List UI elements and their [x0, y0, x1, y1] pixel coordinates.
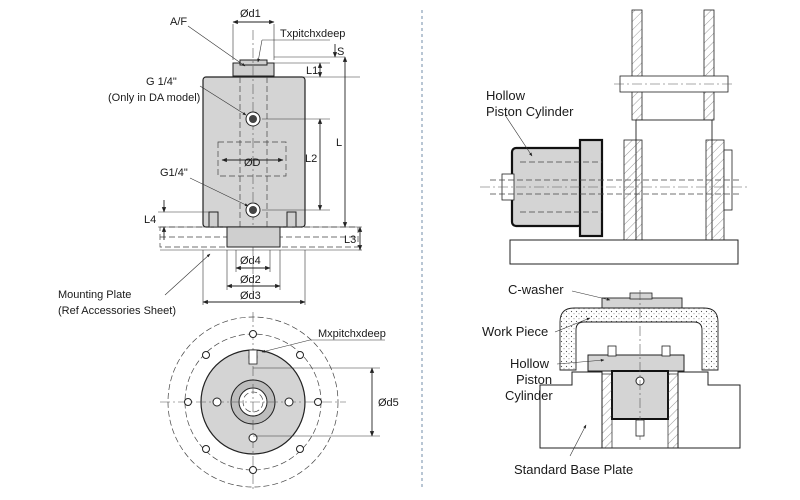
label-hollow-bottom-3: Cylinder	[505, 388, 553, 403]
label-hollow-bottom-1: Hollow	[510, 356, 550, 371]
label-l3: L3	[344, 234, 356, 246]
top-assembly-view	[480, 9, 750, 265]
work-piece-shape	[559, 307, 719, 371]
cylinder-plan-view	[160, 312, 385, 492]
label-port: G1/4"	[160, 167, 188, 179]
label-d2: Ød2	[240, 274, 261, 286]
label-port-da-note: (Only in DA model)	[108, 92, 200, 104]
c-washer-shape	[601, 297, 683, 309]
label-d4: Ød4	[240, 255, 261, 267]
piston-nut	[239, 59, 268, 66]
label-d5: Ød5	[378, 397, 399, 409]
cylinder-side-view	[158, 19, 363, 305]
base-plate-right	[677, 371, 741, 449]
label-l4: L4	[144, 214, 156, 226]
label-l: L	[336, 137, 342, 149]
mounting-bolt-right	[286, 211, 297, 228]
label-work-piece: Work Piece	[482, 324, 548, 339]
label-hollow-top-1: Hollow	[486, 88, 526, 103]
label-bore: ØD	[244, 157, 261, 169]
label-hollow-bottom-2: Piston	[516, 372, 552, 387]
label-d3: Ød3	[240, 290, 261, 302]
label-base-plate: Standard Base Plate	[514, 462, 633, 477]
label-mounting-plate: Mounting Plate	[58, 289, 131, 301]
label-thread: Txpitchxdeep	[280, 28, 345, 40]
label-s: S	[337, 46, 344, 58]
mounting-bolt-left	[208, 211, 219, 228]
bore-hidden-line	[217, 141, 287, 177]
bottom-assembly-view	[539, 290, 741, 457]
label-port-da: G 1/4"	[146, 76, 177, 88]
label-c-washer: C-washer	[508, 282, 564, 297]
label-l2: L2	[305, 153, 317, 165]
label-d1: Ød1	[240, 8, 261, 20]
label-mounting-plate-note: (Ref Accessories Sheet)	[58, 305, 176, 317]
label-af: A/F	[170, 16, 187, 28]
label-mounting-thread: Mxpitchxdeep	[318, 328, 386, 340]
label-l1: L1	[306, 65, 318, 77]
label-hollow-top-2: Piston Cylinder	[486, 104, 574, 119]
